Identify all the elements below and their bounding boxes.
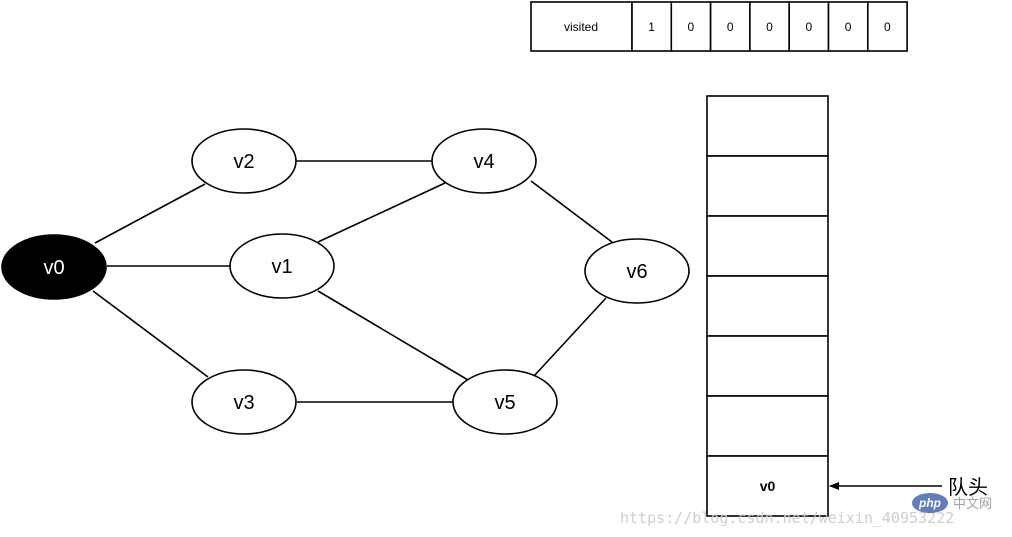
- edge-v1-v4: [317, 182, 446, 243]
- queue-head-pointer: 队头: [829, 475, 988, 499]
- visited-cell: [866, 1, 908, 52]
- node-v3-label: v3: [233, 392, 254, 414]
- visited-value: 0: [805, 20, 812, 34]
- visited-label-cell: [530, 1, 633, 52]
- queue-slot: [706, 455, 829, 517]
- visited-value: 0: [727, 20, 734, 34]
- edge-v0-v2: [94, 183, 206, 244]
- queue-slot: [706, 335, 829, 397]
- queue-slot: [706, 395, 829, 457]
- queue-head-label: 队头: [948, 475, 988, 499]
- node-v2-label: v2: [233, 151, 254, 173]
- node-v4-label: v4: [473, 151, 494, 173]
- watermark-site-name: 中文网: [953, 497, 992, 512]
- visited-cell: [788, 1, 830, 52]
- node-v5: v5: [452, 369, 558, 435]
- visited-value: 0: [845, 20, 852, 34]
- visited-label: visited: [564, 20, 598, 34]
- node-v3: v3: [191, 369, 297, 435]
- node-v1: v1: [229, 233, 335, 299]
- node-v0-label: v0: [43, 257, 64, 279]
- graph-edges: [92, 160, 613, 403]
- node-v1-label: v1: [271, 256, 292, 278]
- node-v1-ellipse: [229, 233, 335, 299]
- queue-slot: [706, 155, 829, 217]
- watermark-url: https://blog.csdn.net/weixin_40953222: [620, 509, 954, 527]
- watermark: https://blog.csdn.net/weixin_40953222 ph…: [620, 493, 992, 527]
- visited-cell: [827, 1, 869, 52]
- queue-slot-value: v0: [760, 478, 776, 494]
- node-v0-ellipse: [1, 234, 107, 300]
- watermark-logo-text: php: [918, 496, 941, 510]
- visited-cell: [670, 1, 712, 52]
- node-v4-ellipse: [431, 128, 537, 194]
- edge-v4-v6: [530, 180, 613, 243]
- visited-cell: [749, 1, 791, 52]
- queue: v0: [706, 95, 829, 517]
- edge-v1-v5: [317, 290, 469, 381]
- node-v2-ellipse: [191, 128, 297, 194]
- node-v5-label: v5: [494, 392, 515, 414]
- visited-value: 1: [648, 20, 655, 34]
- visited-value: 0: [688, 20, 695, 34]
- node-v0: v0: [1, 234, 107, 300]
- node-v3-ellipse: [191, 369, 297, 435]
- visited-value: 0: [766, 20, 773, 34]
- queue-slot: [706, 275, 829, 337]
- node-v6-ellipse: [584, 238, 690, 304]
- queue-slot: [706, 215, 829, 277]
- node-v2: v2: [191, 128, 297, 194]
- visited-cell: [631, 1, 673, 52]
- watermark-logo: [912, 493, 948, 513]
- visited-value: 0: [884, 20, 891, 34]
- queue-slot: [706, 95, 829, 157]
- node-v6-label: v6: [626, 261, 647, 283]
- edge-v0-v3: [92, 290, 209, 378]
- node-v5-ellipse: [452, 369, 558, 435]
- visited-array: visited 1 0 0 0 0 0 0: [530, 1, 908, 52]
- node-v4: v4: [431, 128, 537, 194]
- edge-v5-v6: [533, 297, 607, 377]
- node-v6: v6: [584, 238, 690, 304]
